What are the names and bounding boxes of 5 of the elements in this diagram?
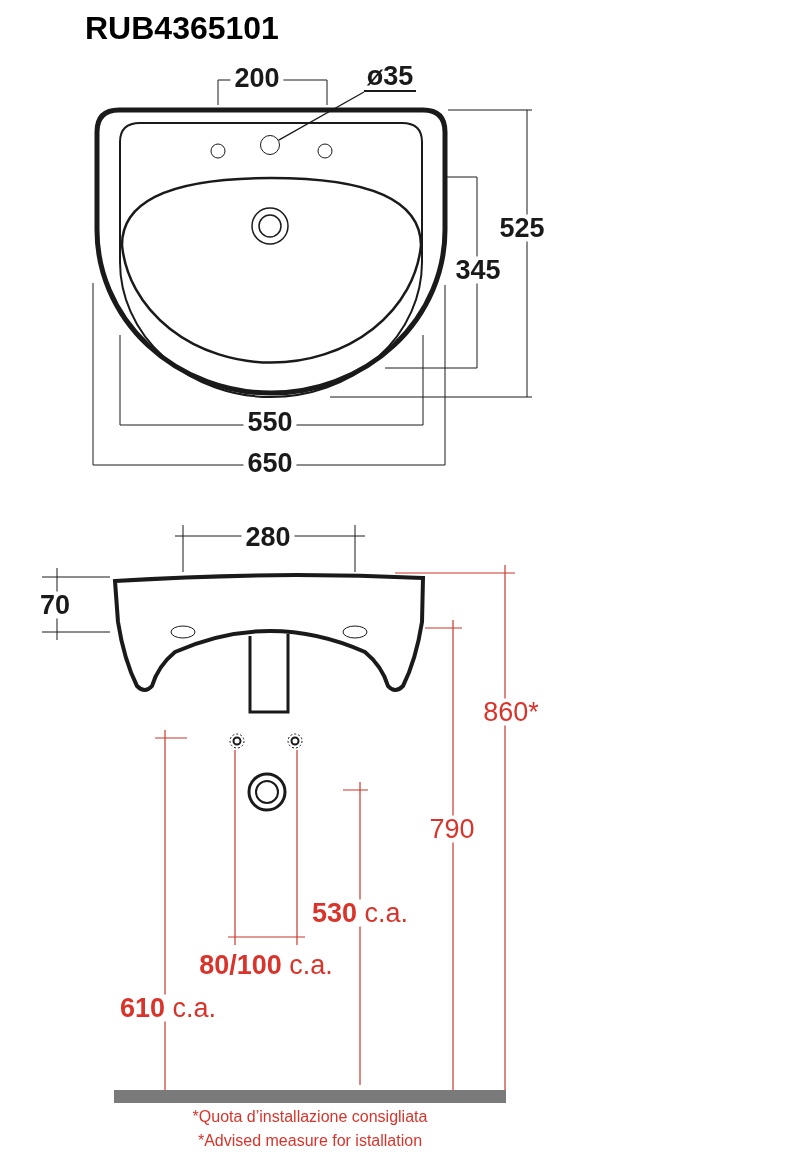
footnote: *Quota d’installazione consigliata: [192, 1109, 428, 1125]
diameter-callout: ø35: [364, 60, 416, 92]
leader-line: [278, 91, 365, 141]
footnote: *Advised measure for istallation: [197, 1133, 423, 1149]
model-code: RUB4365101: [85, 9, 279, 48]
